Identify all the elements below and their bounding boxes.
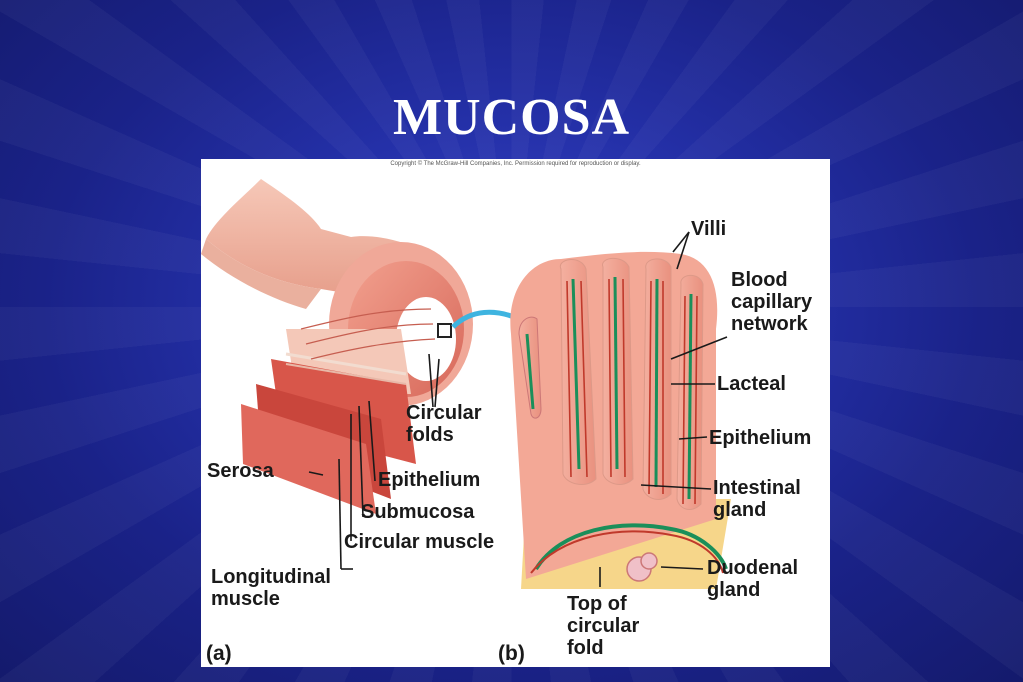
label-intestinal-gland: Intestinal gland	[713, 477, 801, 521]
label-lacteal: Lacteal	[717, 373, 786, 395]
mucosa-illustration	[201, 179, 731, 589]
label-longitudinal-muscle: Longitudinal muscle	[211, 566, 331, 610]
panel-a-leader-lines	[308, 353, 440, 570]
villi-drawing	[510, 251, 731, 589]
label-serosa: Serosa	[207, 460, 274, 482]
label-villi: Villi	[691, 218, 727, 240]
label-duodenal-gland: Duodenal gland	[707, 557, 799, 601]
label-submucosa: Submucosa	[361, 501, 475, 523]
panel-b-letter: (b)	[498, 642, 525, 665]
label-circular-folds: Circular folds	[406, 402, 482, 446]
label-circular-muscle: Circular muscle	[344, 531, 495, 553]
copyright-notice: Copyright © The McGraw-Hill Companies, I…	[390, 161, 641, 167]
label-top-of-circular-fold: Top of circular fold	[567, 593, 640, 659]
slide-title: MUCOSA	[392, 89, 631, 146]
label-epithelium-a: Epithelium	[378, 469, 481, 491]
panel-a-letter: (a)	[206, 642, 232, 665]
mucosa-figure: Copyright © The McGraw-Hill Companies, I…	[201, 159, 830, 667]
panel-b-leader-lines	[599, 231, 728, 587]
label-epithelium-b: Epithelium	[709, 427, 812, 449]
label-blood-capillary-network: Blood capillary network	[731, 269, 813, 335]
